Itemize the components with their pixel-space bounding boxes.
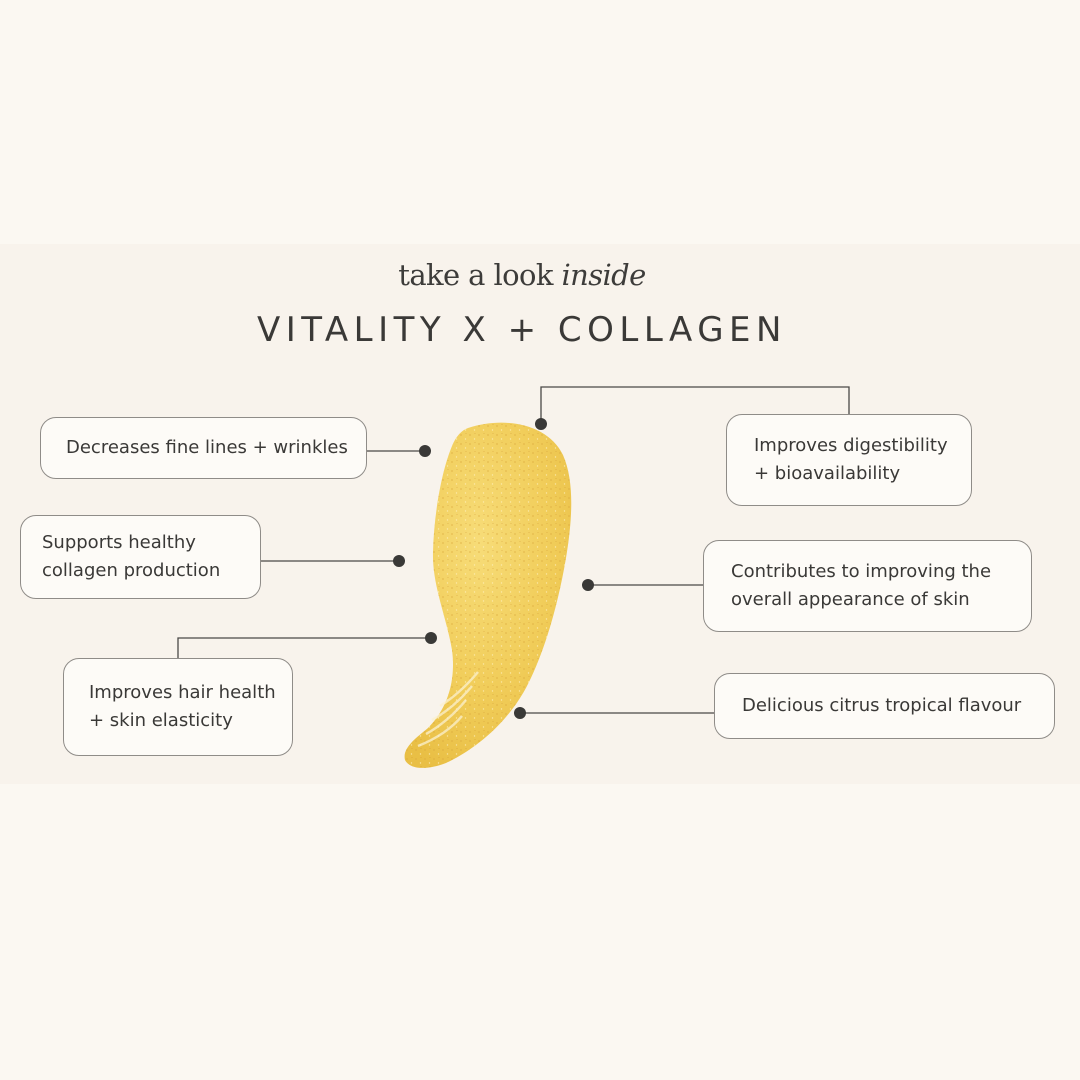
- dot-appearance: [582, 579, 594, 591]
- collagen-powder-image: [404, 422, 572, 768]
- benefit-appearance: Contributes to improving the overall app…: [703, 540, 1032, 632]
- overline-heading: take a look inside: [0, 258, 1044, 292]
- benefit-flavour-text: Delicious citrus tropical flavour: [742, 695, 1022, 716]
- dot-digestibility: [535, 418, 547, 430]
- benefit-flavour: Delicious citrus tropical flavour: [714, 673, 1055, 739]
- benefit-fine-lines-text: Decreases fine lines + wrinkles: [66, 437, 348, 458]
- overline-regular-text: take a look: [398, 258, 562, 292]
- benefit-hair: Improves hair health + skin elasticity: [63, 658, 293, 756]
- dot-fine-lines: [419, 445, 431, 457]
- overline-italic-text: inside: [561, 258, 646, 292]
- benefit-collagen: Supports healthy collagen production: [20, 515, 261, 599]
- dot-hair: [425, 632, 437, 644]
- benefit-hair-text: Improves hair health + skin elasticity: [89, 682, 276, 731]
- benefit-digestibility: Improves digestibility + bioavailability: [726, 414, 972, 506]
- dot-collagen: [393, 555, 405, 567]
- dot-flavour: [514, 707, 526, 719]
- benefit-appearance-text: Contributes to improving the overall app…: [731, 561, 992, 610]
- connector-lines: [177, 386, 850, 714]
- connector-dots: [393, 418, 594, 719]
- benefit-digestibility-text: Improves digestibility + bioavailability: [754, 435, 948, 484]
- benefit-collagen-text: Supports healthy collagen production: [42, 532, 221, 581]
- product-title: VITALITY X + COLLAGEN: [257, 310, 787, 350]
- benefit-fine-lines: Decreases fine lines + wrinkles: [40, 417, 367, 479]
